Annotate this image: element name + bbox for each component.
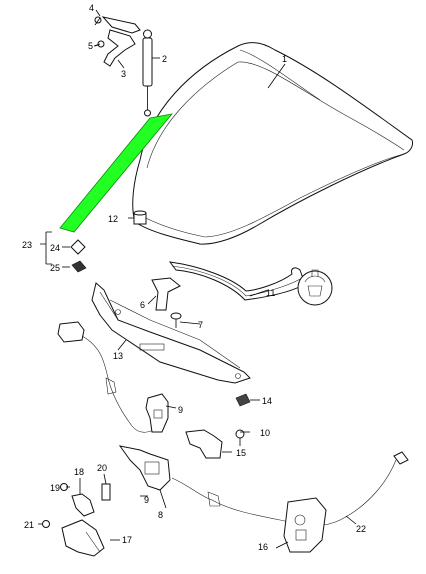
switch-cable <box>81 335 159 433</box>
label-22: 22 <box>356 524 366 534</box>
hood-switch <box>57 321 85 343</box>
label-3: 3 <box>121 69 126 79</box>
label-12: 12 <box>108 214 118 224</box>
clip-20 <box>101 483 111 501</box>
label-9-lock: 9 <box>178 405 183 415</box>
clip-24 <box>70 239 86 255</box>
label-23: 23 <box>22 240 32 250</box>
label-6: 6 <box>140 300 145 310</box>
label-15: 15 <box>236 448 246 458</box>
bracket-15 <box>185 429 223 459</box>
release-cable <box>171 459 397 526</box>
bracket-16 <box>283 497 327 553</box>
label-14: 14 <box>262 396 272 406</box>
label-13: 13 <box>113 351 123 361</box>
hood-seal <box>168 261 306 301</box>
screw-21 <box>42 520 50 528</box>
label-11: 11 <box>266 288 275 298</box>
hood-latch-8 <box>118 445 171 491</box>
release-lever-17 <box>61 519 105 557</box>
label-25: 25 <box>50 263 60 273</box>
label-4: 4 <box>89 3 94 13</box>
label-16: 16 <box>258 542 268 552</box>
label-7: 7 <box>198 320 203 330</box>
clip-detail-icon <box>297 269 333 306</box>
cable-end-fitting <box>393 451 409 465</box>
bracket-18 <box>71 493 95 517</box>
label-24: 24 <box>50 243 60 253</box>
label-20: 20 <box>97 463 107 473</box>
gas-strut <box>142 29 153 117</box>
cross-member <box>91 282 251 384</box>
label-5: 5 <box>88 41 93 51</box>
label-18: 18 <box>74 467 84 477</box>
label-21: 21 <box>24 520 34 530</box>
label-1: 1 <box>282 54 287 64</box>
label-17: 17 <box>122 535 132 545</box>
pad-25 <box>71 260 87 273</box>
hood-hinge <box>94 16 141 67</box>
pad-14 <box>235 393 251 407</box>
hood-panel <box>132 42 413 245</box>
highlighted-hood-strip <box>59 113 174 233</box>
latch-bracket-6 <box>151 277 181 311</box>
callout-labels: 1 2 3 4 5 6 7 8 9 9 10 11 12 13 14 15 16… <box>22 3 366 552</box>
label-19: 19 <box>50 483 60 493</box>
label-9-latch: 9 <box>144 495 149 505</box>
label-2: 2 <box>162 54 167 64</box>
label-8: 8 <box>158 510 163 520</box>
screw-7 <box>170 312 182 328</box>
leader-lines <box>38 9 357 549</box>
bump-stop <box>133 210 147 225</box>
lock-9 <box>145 393 169 433</box>
label-10: 10 <box>260 428 270 438</box>
